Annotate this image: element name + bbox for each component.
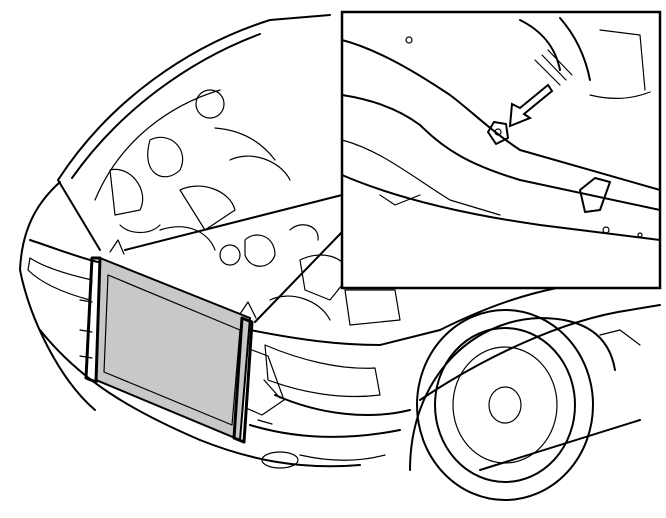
- callout-leader-lines: [124, 194, 343, 323]
- detail-inset: [340, 10, 662, 290]
- engine-bay: [94, 89, 401, 326]
- car-body: [19, 14, 661, 471]
- radiator: [79, 239, 285, 444]
- front-wheel: [416, 309, 594, 501]
